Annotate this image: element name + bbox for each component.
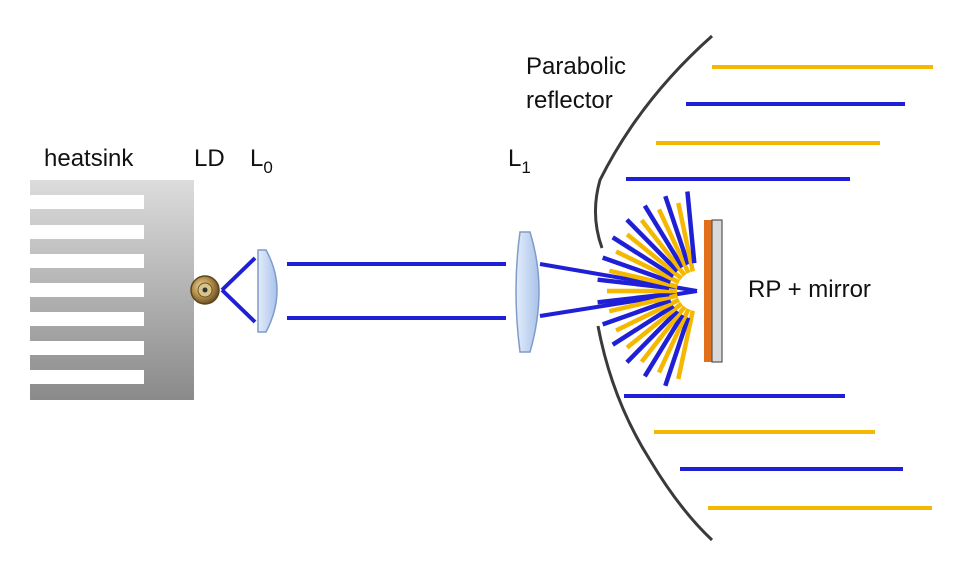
heatsink-fin [30, 283, 144, 297]
scattered-ray [642, 204, 685, 269]
diverging-beam [220, 256, 257, 324]
scattered-ray [625, 232, 683, 281]
heatsink-fin [30, 225, 144, 239]
heatsink-fin [30, 254, 144, 268]
scattered-ray [656, 308, 691, 374]
scattered-ray [611, 304, 675, 347]
scattered-ray [615, 297, 680, 333]
scattered-ray [639, 305, 687, 364]
scattered-ray [611, 235, 675, 278]
scattered-ray [676, 202, 696, 272]
heatsink-fins [30, 195, 144, 384]
scattered-ray [601, 298, 672, 327]
heatsink-label: heatsink [44, 145, 134, 172]
scattered-ray [597, 291, 670, 305]
scattered-ray [639, 218, 687, 277]
l1-label-sub: 1 [521, 158, 530, 177]
scattered-ray [663, 195, 691, 266]
lens-l0 [257, 249, 278, 333]
heatsink [30, 180, 194, 400]
rp-mirror-label: RP + mirror [748, 276, 871, 303]
scattered-ray [601, 255, 672, 284]
l1-label-main: L [508, 145, 521, 172]
mirror [711, 219, 723, 363]
heatsink-fin [30, 195, 144, 209]
reflector-label-line1: Parabolic [526, 53, 626, 80]
scattered-rays [597, 191, 697, 387]
scattered-ray [625, 218, 680, 273]
scattered-ray [642, 313, 685, 378]
output-beams-top [626, 65, 933, 181]
scattered-ray [608, 293, 679, 314]
lens-l1 [515, 231, 540, 353]
l0-label-main: L [250, 145, 263, 172]
reflector-label-line2: reflector [526, 87, 613, 114]
scattered-ray [625, 301, 683, 350]
scattered-ray [663, 316, 691, 387]
laser-diode-icon [190, 275, 220, 305]
scattered-ray [625, 309, 680, 364]
scattered-ray [608, 268, 679, 289]
scattered-ray [685, 191, 697, 264]
parabolic-reflector [593, 34, 714, 542]
l1-label: L1 [508, 145, 531, 177]
heatsink-fin [30, 341, 144, 355]
scattered-ray [676, 310, 696, 380]
scattered-ray [656, 208, 691, 274]
ld-label: LD [194, 145, 225, 172]
l0-label: L0 [250, 145, 273, 177]
collimated-beam [287, 262, 506, 320]
remote-phosphor [704, 220, 712, 362]
heatsink-fin [30, 312, 144, 326]
scattered-ray [597, 277, 670, 291]
l0-label-sub: 0 [263, 158, 272, 177]
output-beams-bottom [624, 394, 932, 510]
scattered-ray [615, 249, 680, 285]
heatsink-fin [30, 370, 144, 384]
